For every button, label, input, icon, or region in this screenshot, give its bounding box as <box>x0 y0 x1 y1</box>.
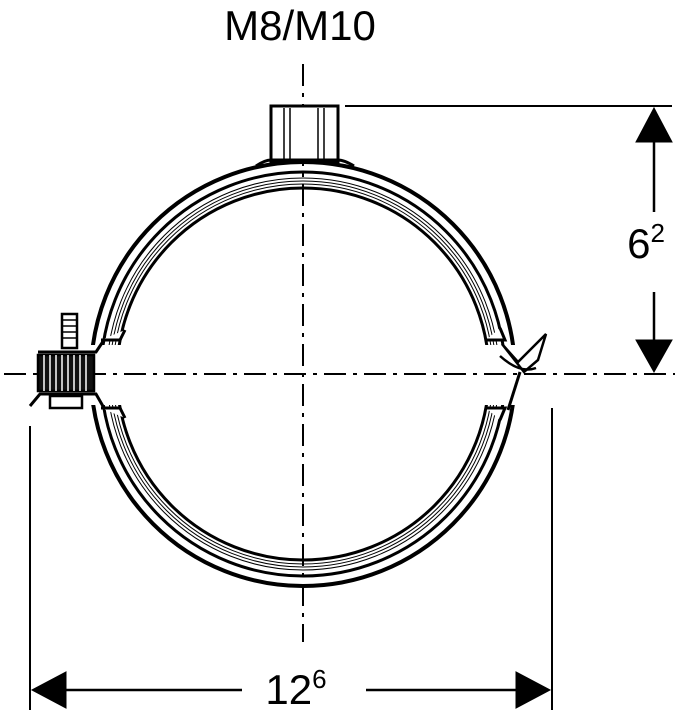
closing-screw <box>28 312 106 410</box>
threaded-socket <box>255 104 355 168</box>
width-arrow-left <box>30 671 67 709</box>
height-dimension <box>345 105 673 374</box>
clamp-band-lower <box>91 405 515 588</box>
width-arrow-right <box>515 671 552 709</box>
width-dimension-value: 126 <box>265 664 326 712</box>
thread-size-label: M8/M10 <box>224 2 376 49</box>
lining-end-caps <box>101 327 508 421</box>
hinge-latch <box>499 333 548 411</box>
height-dimension-value: 62 <box>627 218 665 267</box>
height-arrow-bottom <box>635 339 673 374</box>
width-dimension <box>29 408 553 710</box>
height-arrow-top <box>635 106 673 143</box>
